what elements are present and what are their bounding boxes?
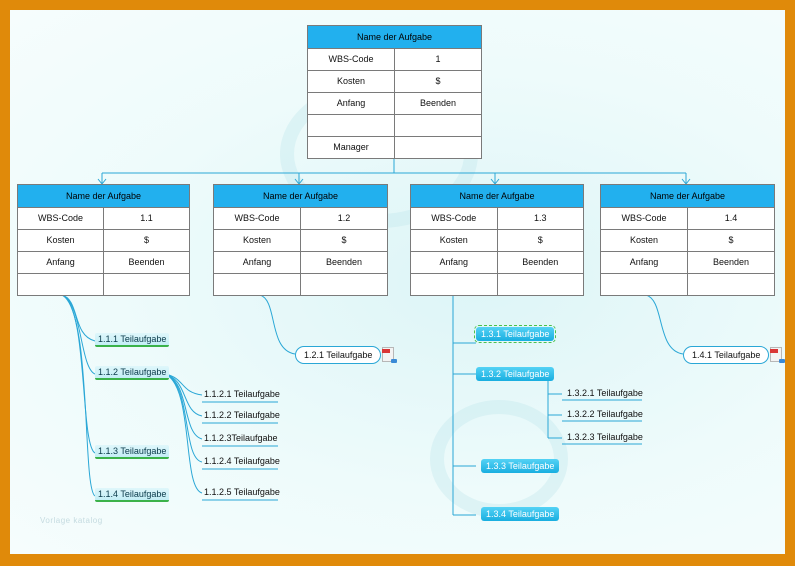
table-row: Anfang Beenden — [308, 93, 481, 115]
subtask-1-1-4[interactable]: 1.1.4 Teilaufgabe — [95, 488, 170, 502]
field-label: Anfang — [308, 93, 395, 114]
task-box-1-1[interactable]: Name der Aufgabe WBS-Code 1.1 Kosten $ Anf… — [17, 184, 190, 296]
field-label: Kosten — [18, 230, 104, 251]
table-row — [308, 115, 481, 137]
table-row: WBS-Code 1.2 — [214, 208, 387, 230]
subtask-1-1-2[interactable]: 1.1.2 Teilaufgabe — [95, 366, 170, 380]
subtask-1-3-1[interactable]: 1.3.1 Teilaufgabe — [473, 325, 557, 343]
field-label — [214, 274, 301, 295]
diagram-canvas: Name der Aufgabe WBS-Code 1 Kosten $ Anfan… — [10, 10, 785, 554]
root-task-title: Name der Aufgabe — [308, 26, 481, 49]
subtask-1-1-2-5[interactable]: 1.1.2.5 Teilaufgabe — [204, 487, 280, 497]
subtask-1-1-1[interactable]: 1.1.1 Teilaufgabe — [95, 333, 170, 347]
task-title: Name der Aufgabe — [214, 185, 387, 208]
task-title: Name der Aufgabe — [18, 185, 189, 208]
field-value[interactable]: 1.4 — [724, 213, 738, 223]
root-task-box[interactable]: Name der Aufgabe WBS-Code 1 Kosten $ Anfan… — [307, 25, 482, 159]
subtask-1-3-4[interactable]: 1.3.4 Teilaufgabe — [481, 507, 560, 521]
table-row: Kosten $ — [18, 230, 189, 252]
field-value[interactable]: $ — [537, 235, 543, 245]
field-value[interactable]: Beenden — [128, 257, 165, 267]
field-label: Kosten — [601, 230, 688, 251]
field-value[interactable]: $ — [728, 235, 734, 245]
task-box-1-3[interactable]: Name der Aufgabe WBS-Code 1.3 Kosten $ Anf… — [410, 184, 584, 296]
field-label: Kosten — [214, 230, 301, 251]
field-label: Manager — [308, 137, 395, 158]
task-title: Name der Aufgabe — [601, 185, 774, 208]
subtask-1-3-2[interactable]: 1.3.2 Teilaufgabe — [476, 367, 555, 381]
field-value[interactable]: Beenden — [325, 257, 363, 267]
attachment-icon[interactable] — [770, 347, 785, 363]
field-value[interactable]: Beenden — [712, 257, 750, 267]
field-value[interactable]: Beenden — [419, 98, 457, 108]
field-label: WBS-Code — [411, 208, 498, 229]
field-label — [601, 274, 688, 295]
table-row: WBS-Code 1.4 — [601, 208, 774, 230]
table-row — [601, 274, 774, 295]
field-value[interactable] — [395, 137, 481, 158]
subtask-1-1-2-2[interactable]: 1.1.2.2 Teilaufgabe — [204, 410, 280, 420]
subtask-1-1-3[interactable]: 1.1.3 Teilaufgabe — [95, 445, 170, 459]
watermark: Vorlage katalog — [40, 516, 103, 525]
connector-lines — [61, 158, 691, 516]
field-label: Kosten — [308, 71, 395, 92]
field-value[interactable]: 1.1 — [140, 213, 153, 223]
table-row: WBS-Code 1.3 — [411, 208, 583, 230]
field-label: Anfang — [214, 252, 301, 273]
subtask-1-1-2-4[interactable]: 1.1.2.4 Teilaufgabe — [204, 456, 280, 466]
table-row: Kosten $ — [601, 230, 774, 252]
task-box-1-2[interactable]: Name der Aufgabe WBS-Code 1.2 Kosten $ Anf… — [213, 184, 388, 296]
field-label — [411, 274, 498, 295]
field-value[interactable]: 1.3 — [533, 213, 547, 223]
field-value[interactable] — [498, 274, 584, 295]
field-label: WBS-Code — [18, 208, 104, 229]
field-label: Anfang — [601, 252, 688, 273]
attachment-icon[interactable] — [382, 347, 397, 363]
field-label: WBS-Code — [214, 208, 301, 229]
field-label: Anfang — [411, 252, 498, 273]
subtask-1-1-2-1[interactable]: 1.1.2.1 Teilaufgabe — [204, 389, 280, 399]
subtask-1-3-2-3[interactable]: 1.3.2.3 Teilaufgabe — [567, 432, 643, 442]
field-value[interactable] — [688, 274, 774, 295]
task-title: Name der Aufgabe — [411, 185, 583, 208]
table-row — [411, 274, 583, 295]
table-row: Kosten $ — [308, 71, 481, 93]
table-row: Kosten $ — [411, 230, 583, 252]
field-value[interactable] — [104, 274, 189, 295]
field-value[interactable]: 1 — [435, 54, 441, 64]
field-value[interactable]: $ — [435, 76, 441, 86]
field-value[interactable]: 1.2 — [337, 213, 351, 223]
table-row — [214, 274, 387, 295]
table-row: Kosten $ — [214, 230, 387, 252]
field-label: WBS-Code — [308, 49, 395, 70]
field-value[interactable]: $ — [143, 235, 149, 245]
table-row: Anfang Beenden — [18, 252, 189, 274]
field-label — [18, 274, 104, 295]
subtask-1-4-1[interactable]: 1.4.1 Teilaufgabe — [683, 346, 770, 364]
field-value[interactable] — [395, 115, 481, 136]
field-value[interactable] — [301, 274, 387, 295]
subtask-1-3-2-2[interactable]: 1.3.2.2 Teilaufgabe — [567, 409, 643, 419]
task-box-1-4[interactable]: Name der Aufgabe WBS-Code 1.4 Kosten $ Anf… — [600, 184, 775, 296]
subtask-1-3-3[interactable]: 1.3.3 Teilaufgabe — [481, 459, 560, 473]
subtask-1-1-2-3[interactable]: 1.1.2.3Teilaufgabe — [204, 433, 278, 443]
field-value[interactable]: $ — [341, 235, 347, 245]
table-row: Anfang Beenden — [601, 252, 774, 274]
table-row: WBS-Code 1.1 — [18, 208, 189, 230]
table-row: Anfang Beenden — [411, 252, 583, 274]
field-label: WBS-Code — [601, 208, 688, 229]
table-row: Anfang Beenden — [214, 252, 387, 274]
field-value[interactable]: Beenden — [522, 257, 559, 267]
table-row: Manager — [308, 137, 481, 158]
table-row: WBS-Code 1 — [308, 49, 481, 71]
subtask-1-3-2-1[interactable]: 1.3.2.1 Teilaufgabe — [567, 388, 643, 398]
table-row — [18, 274, 189, 295]
field-label: Kosten — [411, 230, 498, 251]
field-label: Anfang — [18, 252, 104, 273]
subtask-1-2-1[interactable]: 1.2.1 Teilaufgabe — [295, 346, 382, 364]
field-label — [308, 115, 395, 136]
